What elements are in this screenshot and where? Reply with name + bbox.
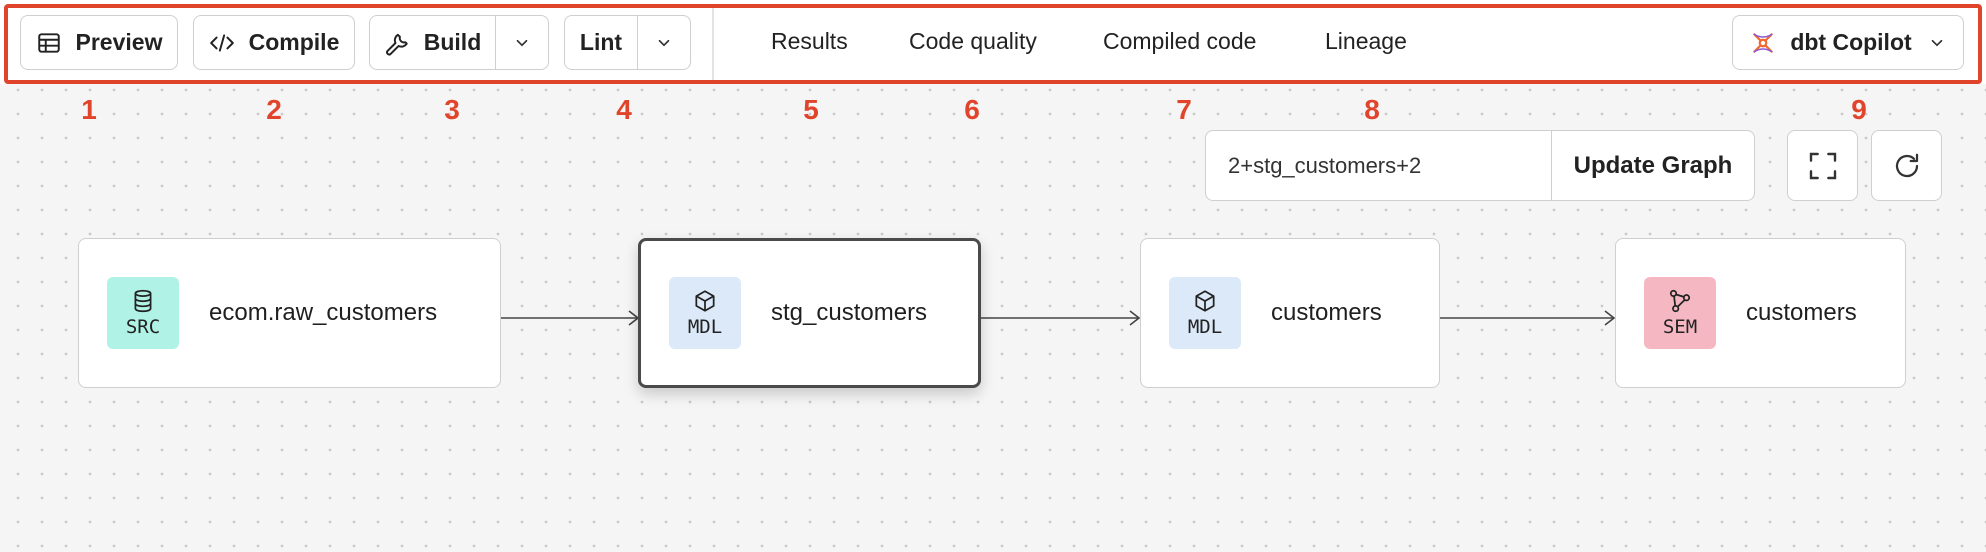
tab-lineage[interactable]: Lineage <box>1295 28 1437 84</box>
edge-arrowhead <box>628 310 640 326</box>
node-type-badge: MDL <box>669 277 741 349</box>
callout-number: 9 <box>1851 94 1867 125</box>
cube-icon <box>1192 288 1218 314</box>
node-type-badge: SRC <box>107 277 179 349</box>
toolbar-divider <box>712 8 714 80</box>
lineage-node-customers-model[interactable]: MDL customers <box>1140 238 1440 388</box>
update-graph-label: Update Graph <box>1573 151 1733 179</box>
preview-button[interactable]: Preview <box>20 15 178 70</box>
tab-code-quality[interactable]: Code quality <box>909 28 1037 84</box>
node-label: ecom.raw_customers <box>209 299 438 326</box>
lineage-node-semantic-model[interactable]: SEM customers <box>1615 238 1906 388</box>
callout-number: 5 <box>803 94 819 125</box>
node-type-label: SRC <box>125 316 161 338</box>
tab-results[interactable]: Results <box>771 28 848 84</box>
tab-label: Code quality <box>909 28 1037 54</box>
lint-split-button: Lint <box>564 15 691 70</box>
node-type-label: MDL <box>1187 316 1223 338</box>
callout-number: 3 <box>444 94 460 125</box>
compile-button[interactable]: Compile <box>193 15 355 70</box>
table-icon <box>36 30 62 56</box>
node-label: stg_customers <box>771 299 928 326</box>
callout-number: 1 <box>81 94 97 125</box>
callout-number: 2 <box>266 94 282 125</box>
expand-icon <box>1809 152 1836 179</box>
edge-arrowhead <box>1604 310 1616 326</box>
tab-label: Results <box>771 28 848 54</box>
chevron-down-icon <box>516 39 528 46</box>
lint-button[interactable]: Lint <box>565 16 638 69</box>
code-icon <box>209 30 235 56</box>
chevron-down-icon <box>1931 39 1942 46</box>
build-label: Build <box>423 29 482 55</box>
copilot-logo-icon <box>1750 30 1776 56</box>
active-tab-indicator <box>1295 80 1437 84</box>
node-type-badge: SEM <box>1644 277 1716 349</box>
callout-number: 4 <box>616 94 632 125</box>
ide-toolbar: Preview Compile Build Lint <box>0 0 1986 84</box>
node-type-label: MDL <box>687 316 723 338</box>
refresh-icon <box>1895 153 1918 177</box>
tab-label: Compiled code <box>1103 28 1257 54</box>
preview-label: Preview <box>75 29 163 55</box>
node-label: customers <box>1746 299 1857 326</box>
node-type-badge: MDL <box>1169 277 1241 349</box>
node-type-label: SEM <box>1662 316 1698 338</box>
semantic-graph-icon <box>1667 288 1693 314</box>
refresh-button[interactable] <box>1871 130 1942 201</box>
lint-dropdown-toggle[interactable] <box>638 16 690 69</box>
callout-number: 7 <box>1176 94 1192 125</box>
edge-arrowhead <box>1129 310 1141 326</box>
chevron-down-icon <box>658 39 670 46</box>
tab-compiled-code[interactable]: Compiled code <box>1103 28 1256 84</box>
dbt-copilot-button[interactable]: dbt Copilot <box>1732 15 1964 70</box>
wrench-icon <box>384 30 410 56</box>
callout-number: 8 <box>1364 94 1380 125</box>
lint-label: Lint <box>579 29 623 55</box>
build-button[interactable]: Build <box>370 16 496 69</box>
lineage-node-stg-customers[interactable]: MDL stg_customers <box>638 238 981 388</box>
graph-selector-input[interactable] <box>1206 131 1552 200</box>
database-icon <box>130 288 156 314</box>
lineage-node-source[interactable]: SRC ecom.raw_customers <box>78 238 501 388</box>
fullscreen-button[interactable] <box>1787 130 1858 201</box>
build-dropdown-toggle[interactable] <box>496 16 548 69</box>
copilot-label: dbt Copilot <box>1790 29 1912 55</box>
callout-number: 6 <box>964 94 980 125</box>
node-label: customers <box>1271 299 1382 326</box>
update-graph-button[interactable]: Update Graph <box>1552 131 1754 200</box>
tab-label: Lineage <box>1325 28 1407 54</box>
build-split-button: Build <box>369 15 549 70</box>
compile-label: Compile <box>248 29 340 55</box>
cube-icon <box>692 288 718 314</box>
graph-selector-form: Update Graph <box>1205 130 1755 201</box>
